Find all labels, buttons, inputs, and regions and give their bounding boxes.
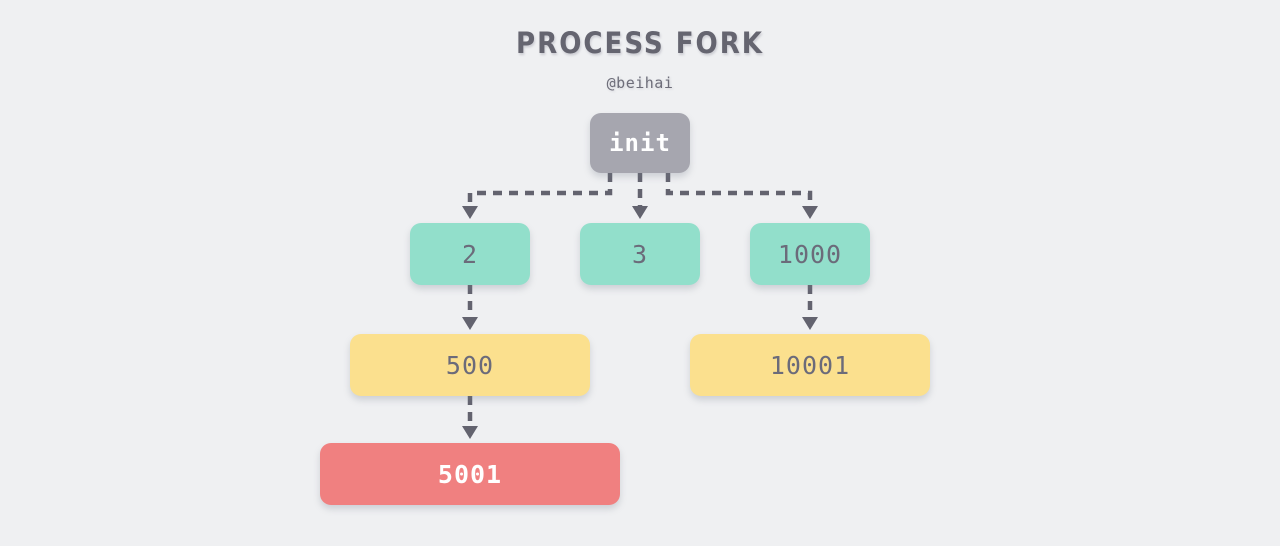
process-node-p10001[interactable]: 10001 [690,334,930,396]
process-node-p2[interactable]: 2 [410,223,530,285]
process-node-p5001[interactable]: 5001 [320,443,620,505]
connector-edge [467,173,613,210]
process-node-init[interactable]: init [590,113,690,173]
page-subtitle-author: @beihai [606,74,674,92]
process-node-p500[interactable]: 500 [350,334,590,396]
connector-edge [665,173,813,210]
edge-arrowhead-icon [632,206,648,219]
edge-arrowhead-icon [802,206,818,219]
edge-arrowhead-icon [802,317,818,330]
edge-arrowhead-icon [462,206,478,219]
edge-arrowhead-icon [462,426,478,439]
page-title: PROCESS FORK [515,26,765,60]
process-node-p1000[interactable]: 1000 [750,223,870,285]
edge-arrowhead-icon [462,317,478,330]
process-node-p3[interactable]: 3 [580,223,700,285]
